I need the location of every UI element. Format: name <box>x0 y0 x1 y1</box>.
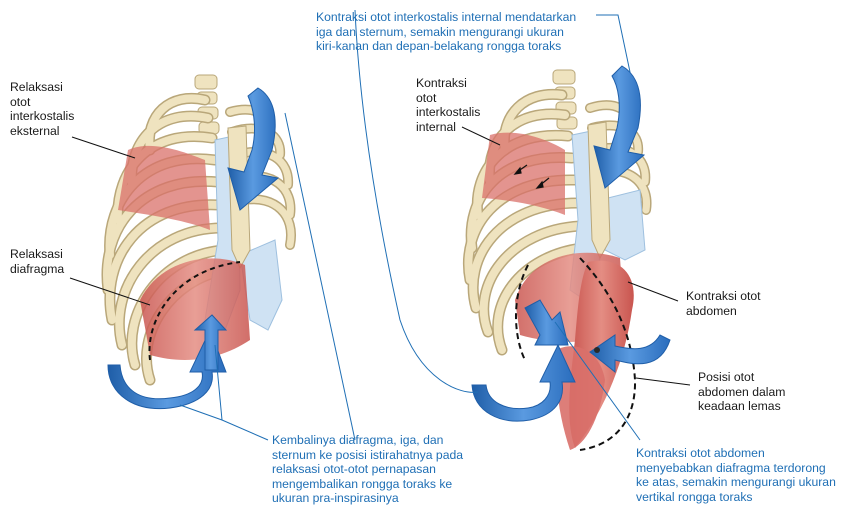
label-line: menyebabkan diafragma terdorong <box>636 461 836 476</box>
left-ribcage <box>107 75 291 409</box>
label-line: diafragma <box>10 262 64 277</box>
leader-return-note-3 <box>180 405 222 420</box>
label-line: Kontraksi otot <box>686 289 761 304</box>
leader-return-note-2 <box>215 345 268 440</box>
label-abdomen-contraction: Kontraksi otot abdomen <box>686 289 761 318</box>
label-line: otot <box>416 91 480 106</box>
label-line: Kembalinya diafragma, iga, dan <box>272 433 463 448</box>
label-line: keadaan lemas <box>698 399 785 414</box>
label-line: mengembalikan rongga toraks ke <box>272 477 463 492</box>
label-line: interkostalis <box>416 105 480 120</box>
label-relax-external: Relaksasi otot interkostalis eksternal <box>10 80 74 138</box>
label-return-note: Kembalinya diafragma, iga, dan sternum k… <box>272 433 463 506</box>
label-relax-diaphragm: Relaksasi diafragma <box>10 247 64 276</box>
leader-abdomen-contraction <box>628 282 678 301</box>
label-line: abdomen <box>686 304 761 319</box>
label-line: Kontraksi <box>416 76 480 91</box>
label-line: relaksasi otot-otot pernapasan <box>272 462 463 477</box>
label-line: otot <box>10 95 74 110</box>
label-line: vertikal rongga toraks <box>636 490 836 505</box>
label-line: kiri-kanan dan depan-belakang rongga tor… <box>316 39 576 54</box>
label-line: iga dan sternum, semakin mengurangi ukur… <box>316 25 576 40</box>
label-line: ukuran pra-inspirasinya <box>272 491 463 506</box>
label-line: Relaksasi <box>10 80 74 95</box>
label-line: internal <box>416 120 480 135</box>
label-line: sternum ke posisi istirahatnya pada <box>272 448 463 463</box>
label-internal-contraction: Kontraksi otot interkostalis internal <box>416 76 480 134</box>
label-line: eksternal <box>10 124 74 139</box>
label-line: Kontraksi otot interkostalis internal me… <box>316 10 576 25</box>
label-line: Relaksasi <box>10 247 64 262</box>
label-abdomen-push: Kontraksi otot abdomen menyebabkan diafr… <box>636 446 836 504</box>
abdomen-marker-dot <box>594 347 600 353</box>
right-ribcage <box>468 66 670 450</box>
label-line: Kontraksi otot abdomen <box>636 446 836 461</box>
leader-return-note <box>285 113 355 440</box>
label-line: interkostalis <box>10 109 74 124</box>
left-diaphragm <box>140 258 250 360</box>
leader-relax-external <box>72 137 135 158</box>
label-abdomen-relaxed: Posisi otot abdomen dalam keadaan lemas <box>698 370 785 414</box>
label-line: abdomen dalam <box>698 385 785 400</box>
label-line: Posisi otot <box>698 370 785 385</box>
label-line: ke atas, semakin mengurangi ukuran <box>636 475 836 490</box>
leader-top-blue <box>596 15 630 72</box>
leader-top-blue-2 <box>355 10 478 392</box>
leader-abdomen-relaxed <box>636 378 690 385</box>
label-internal-contraction-top: Kontraksi otot interkostalis internal me… <box>316 10 576 54</box>
